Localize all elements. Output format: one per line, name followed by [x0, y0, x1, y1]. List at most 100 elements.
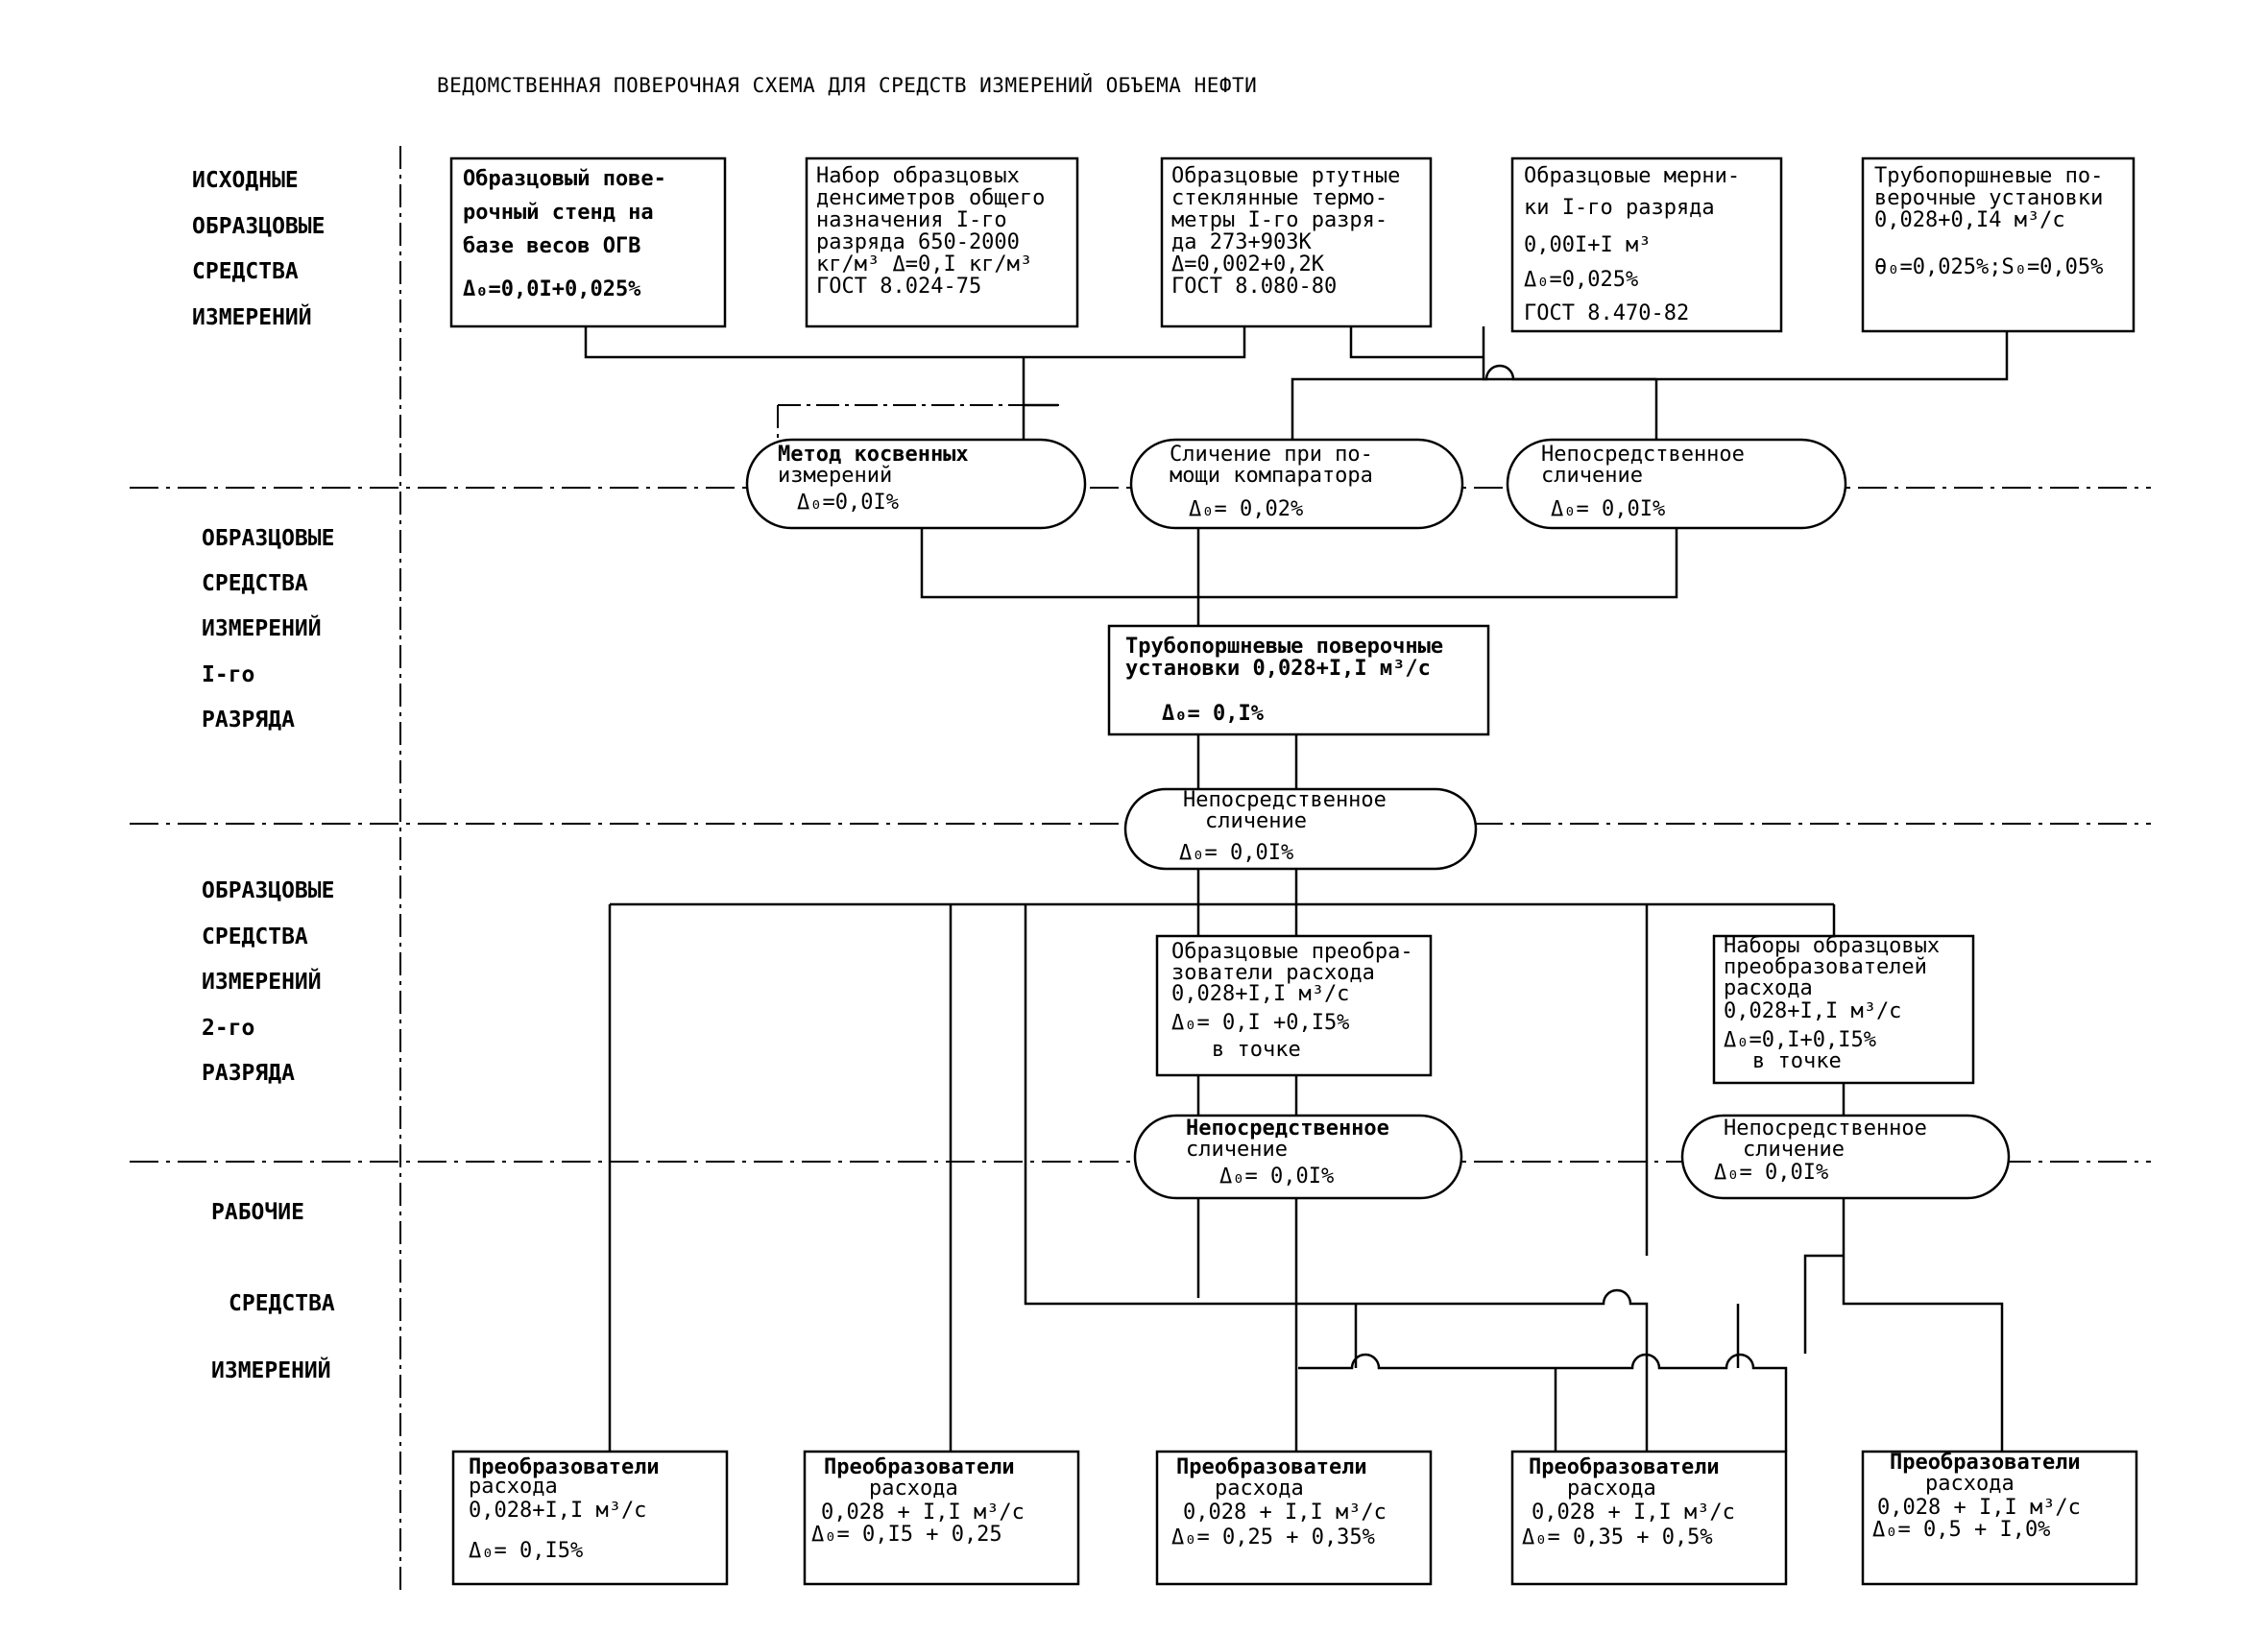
- box-line: расхода: [869, 1477, 958, 1501]
- box-line: Δ₀= 0,I5 + 0,25: [811, 1523, 1002, 1547]
- level-label-line: РАЗРЯДА: [202, 708, 295, 732]
- box-line: ГОСТ 8.080-80: [1171, 275, 1337, 299]
- box-line: Δ₀= 0,25 + 0,35%: [1171, 1525, 1375, 1549]
- method-line: сличение: [1743, 1138, 1845, 1162]
- method-line: Δ₀= 0,0I%: [1219, 1165, 1334, 1189]
- level-label-line: ОБРАЗЦОВЫЕ: [202, 878, 334, 903]
- box-line: 0,00I+I м³: [1524, 233, 1651, 257]
- box-line: расхода: [1215, 1477, 1304, 1501]
- box-line: Трубопоршневые по-: [1874, 164, 2103, 188]
- method-direct-comparison-mid: Непосредственное сличение Δ₀= 0,0I%: [1123, 787, 1478, 871]
- box-line: расхода: [1925, 1472, 2015, 1496]
- box-line: метры I-го разря-: [1171, 208, 1387, 232]
- box-line: Образцовые ртутные: [1171, 164, 1400, 188]
- box-line: Δ₀= 0,I%: [1162, 702, 1265, 726]
- level-label-line: ИСХОДНЫЕ: [192, 168, 299, 193]
- box-line: установки 0,028+I,I м³/с: [1125, 657, 1431, 681]
- working-flow-converter-2: Преобразователи расхода 0,028 + I,I м³/с…: [803, 1450, 1080, 1586]
- method-line: Сличение при по-: [1170, 443, 1373, 467]
- method-line: измерений: [778, 464, 892, 488]
- box-line: стеклянные термо-: [1171, 186, 1387, 210]
- level-label-line: СРЕДСТВА: [202, 571, 308, 596]
- method-line: Непосредственное: [1183, 788, 1387, 812]
- first-rank-pipe-provers: Трубопоршневые поверочные установки 0,02…: [1107, 624, 1490, 736]
- box-line: кг/м³ Δ=0,I кг/м³: [816, 252, 1032, 276]
- box-line: в точке: [1752, 1049, 1842, 1073]
- box-line: 0,028+0,I4 м³/с: [1874, 208, 2065, 232]
- box-line: Образцовые мерни-: [1524, 164, 1740, 188]
- initial-box-densimeters: Набор образцовых денсиметров общего назн…: [805, 156, 1079, 328]
- box-line: верочные установки: [1874, 186, 2103, 210]
- box-line: Трубопоршневые поверочные: [1125, 635, 1443, 659]
- box-line: назначения I-го: [816, 208, 1007, 232]
- box-line: денсиметров общего: [816, 186, 1045, 210]
- box-line: рочный стенд на: [463, 201, 654, 225]
- level-label-first-rank: ОБРАЗЦОВЫЕ СРЕДСТВА ИЗМЕРЕНИЙ I-го РАЗРЯ…: [202, 526, 334, 732]
- box-line: разряда 650-2000: [816, 230, 1020, 254]
- method-line: сличение: [1541, 464, 1643, 488]
- box-line: Δ₀=0,0I+0,025%: [463, 277, 641, 301]
- method-indirect-measurement: Метод косвенных измерений Δ₀=0,0I%: [745, 438, 1087, 530]
- box-line: 0,028 + I,I м³/с: [1532, 1501, 1735, 1525]
- box-line: 0,028 + I,I м³/с: [821, 1501, 1025, 1525]
- box-line: Преобразователи: [1176, 1455, 1367, 1479]
- initial-box-weighing-stand: Образцовый пове- рочный стенд на базе ве…: [449, 156, 727, 328]
- box-line: в точке: [1212, 1038, 1301, 1062]
- level-label-line: СРЕДСТВА: [192, 259, 299, 284]
- box-line: 0,028+I,I м³/с: [1171, 982, 1349, 1006]
- method-direct-comparison-top: Непосредственное сличение Δ₀= 0,0I%: [1506, 438, 1847, 530]
- box-line: 0,028+I,I м³/с: [1724, 999, 1901, 1023]
- box-line: 0,028+I,I м³/с: [469, 1499, 646, 1523]
- method-line: Δ₀= 0,0I%: [1179, 841, 1293, 865]
- box-line: ки I-го разряда: [1524, 196, 1715, 220]
- initial-box-measures: Образцовые мерни- ки I-го разряда 0,00I+…: [1510, 156, 1783, 333]
- box-line: Δ₀=0,I+0,I5%: [1724, 1028, 1876, 1052]
- box-line: ГОСТ 8.470-82: [1524, 301, 1689, 325]
- second-rank-flow-converter-sets: Наборы образцовых преобразователей расхо…: [1712, 934, 1975, 1085]
- box-line: Наборы образцовых: [1724, 934, 1940, 958]
- level-label-line: ОБРАЗЦОВЫЕ: [202, 526, 334, 551]
- level-label-line: ИЗМЕРЕНИЙ: [202, 614, 322, 641]
- method-line: Δ₀=0,0I%: [797, 491, 899, 515]
- working-flow-converter-3: Преобразователи расхода 0,028 + I,I м³/с…: [1155, 1450, 1433, 1586]
- box-line: Преобразователи: [824, 1455, 1015, 1479]
- level-label-line: ИЗМЕРЕНИЙ: [202, 968, 322, 995]
- level-label-line: СРЕДСТВА: [229, 1291, 335, 1316]
- level-label-second-rank: ОБРАЗЦОВЫЕ СРЕДСТВА ИЗМЕРЕНИЙ 2-го РАЗРЯ…: [202, 878, 334, 1086]
- box-line: θ₀=0,025%;S₀=0,05%: [1874, 255, 2103, 279]
- box-line: преобразователей: [1724, 955, 1927, 979]
- method-direct-comparison-low-1: Непосредственное сличение Δ₀= 0,0I%: [1133, 1114, 1463, 1200]
- box-line: 0,028 + I,I м³/с: [1877, 1496, 2081, 1520]
- box-line: Δ₀= 0,I +0,I5%: [1171, 1011, 1349, 1035]
- level-label-initial: ИСХОДНЫЕ ОБРАЗЦОВЫЕ СРЕДСТВА ИЗМЕРЕНИЙ: [192, 168, 325, 330]
- initial-box-pipe-provers: Трубопоршневые по- верочные установки 0,…: [1861, 156, 2135, 333]
- box-line: 0,028 + I,I м³/с: [1183, 1501, 1387, 1525]
- method-comparator: Сличение при по- мощи компаратора Δ₀= 0,…: [1129, 438, 1464, 530]
- method-line: сличение: [1186, 1138, 1288, 1162]
- box-line: Преобразователи: [469, 1455, 660, 1479]
- second-rank-flow-converters: Образцовые преобра- зователи расхода 0,0…: [1155, 934, 1433, 1077]
- working-flow-converter-4: Преобразователи расхода 0,028 + I,I м³/с…: [1510, 1450, 1788, 1586]
- method-line: Δ₀= 0,0I%: [1551, 497, 1665, 521]
- level-label-working: РАБОЧИЕ СРЕДСТВА ИЗМЕРЕНИЙ: [211, 1200, 335, 1383]
- box-line: расхода: [1567, 1477, 1656, 1501]
- box-line: да 273+903К: [1171, 230, 1312, 254]
- method-line: Метод косвенных: [778, 443, 969, 467]
- box-line: Δ₀= 0,I5%: [469, 1539, 583, 1563]
- method-line: сличение: [1205, 809, 1307, 833]
- level-label-line: РАЗРЯДА: [202, 1061, 295, 1086]
- method-line: Δ₀= 0,02%: [1189, 497, 1303, 521]
- level-label-line: ИЗМЕРЕНИЙ: [211, 1357, 331, 1383]
- box-line: Преобразователи: [1890, 1451, 2081, 1475]
- level-label-line: РАБОЧИЕ: [211, 1200, 304, 1225]
- working-flow-converter-1: Преобразователи расхода 0,028+I,I м³/с Δ…: [451, 1450, 729, 1586]
- box-line: ГОСТ 8.024-75: [816, 275, 981, 299]
- box-line: Δ₀= 0,35 + 0,5%: [1522, 1525, 1713, 1549]
- method-line: мощи компаратора: [1170, 464, 1373, 488]
- initial-box-thermometers: Образцовые ртутные стеклянные термо- мет…: [1160, 156, 1433, 328]
- level-label-line: I-го: [202, 662, 254, 687]
- box-line: Образцовые преобра-: [1171, 940, 1413, 964]
- method-line: Непосредственное: [1186, 1117, 1389, 1141]
- box-line: расхода: [1724, 976, 1813, 1000]
